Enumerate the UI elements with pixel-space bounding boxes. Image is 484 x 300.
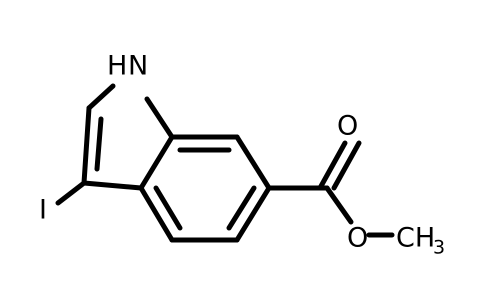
bond-c2-c3-inner [94,116,104,172]
bond-c3a-c7a [138,134,175,191]
bond-c6-c5-inner [226,185,257,231]
atom-label-iodine: I [39,195,47,226]
bond-carbonyl-o-double-b [331,140,362,191]
bond-c3-c3a [81,180,144,191]
bond-c7a-n1 [144,96,175,140]
bond-c3-i [55,180,87,206]
bond-c4-c3a-inner [153,185,183,231]
atom-label-nh-h: H [107,51,127,82]
bond-n1-c2 [86,83,116,111]
bond-c6-c5 [234,185,272,243]
bond-c2-c3 [81,105,92,186]
bond-c4-c3a [138,185,175,243]
atom-label-ester-oxygen: O [347,223,368,254]
bond-carbonyl-o-double-a [317,140,348,191]
atom-label-nitrogen: N [128,51,148,82]
bond-carbonyl-o-ester [324,185,354,225]
bond-c7-c6 [234,134,272,191]
atom-label-methyl: CH [396,223,435,254]
atom-label-methyl-subscript: 3 [433,237,445,259]
atom-label-carbonyl-oxygen: O [337,111,358,142]
